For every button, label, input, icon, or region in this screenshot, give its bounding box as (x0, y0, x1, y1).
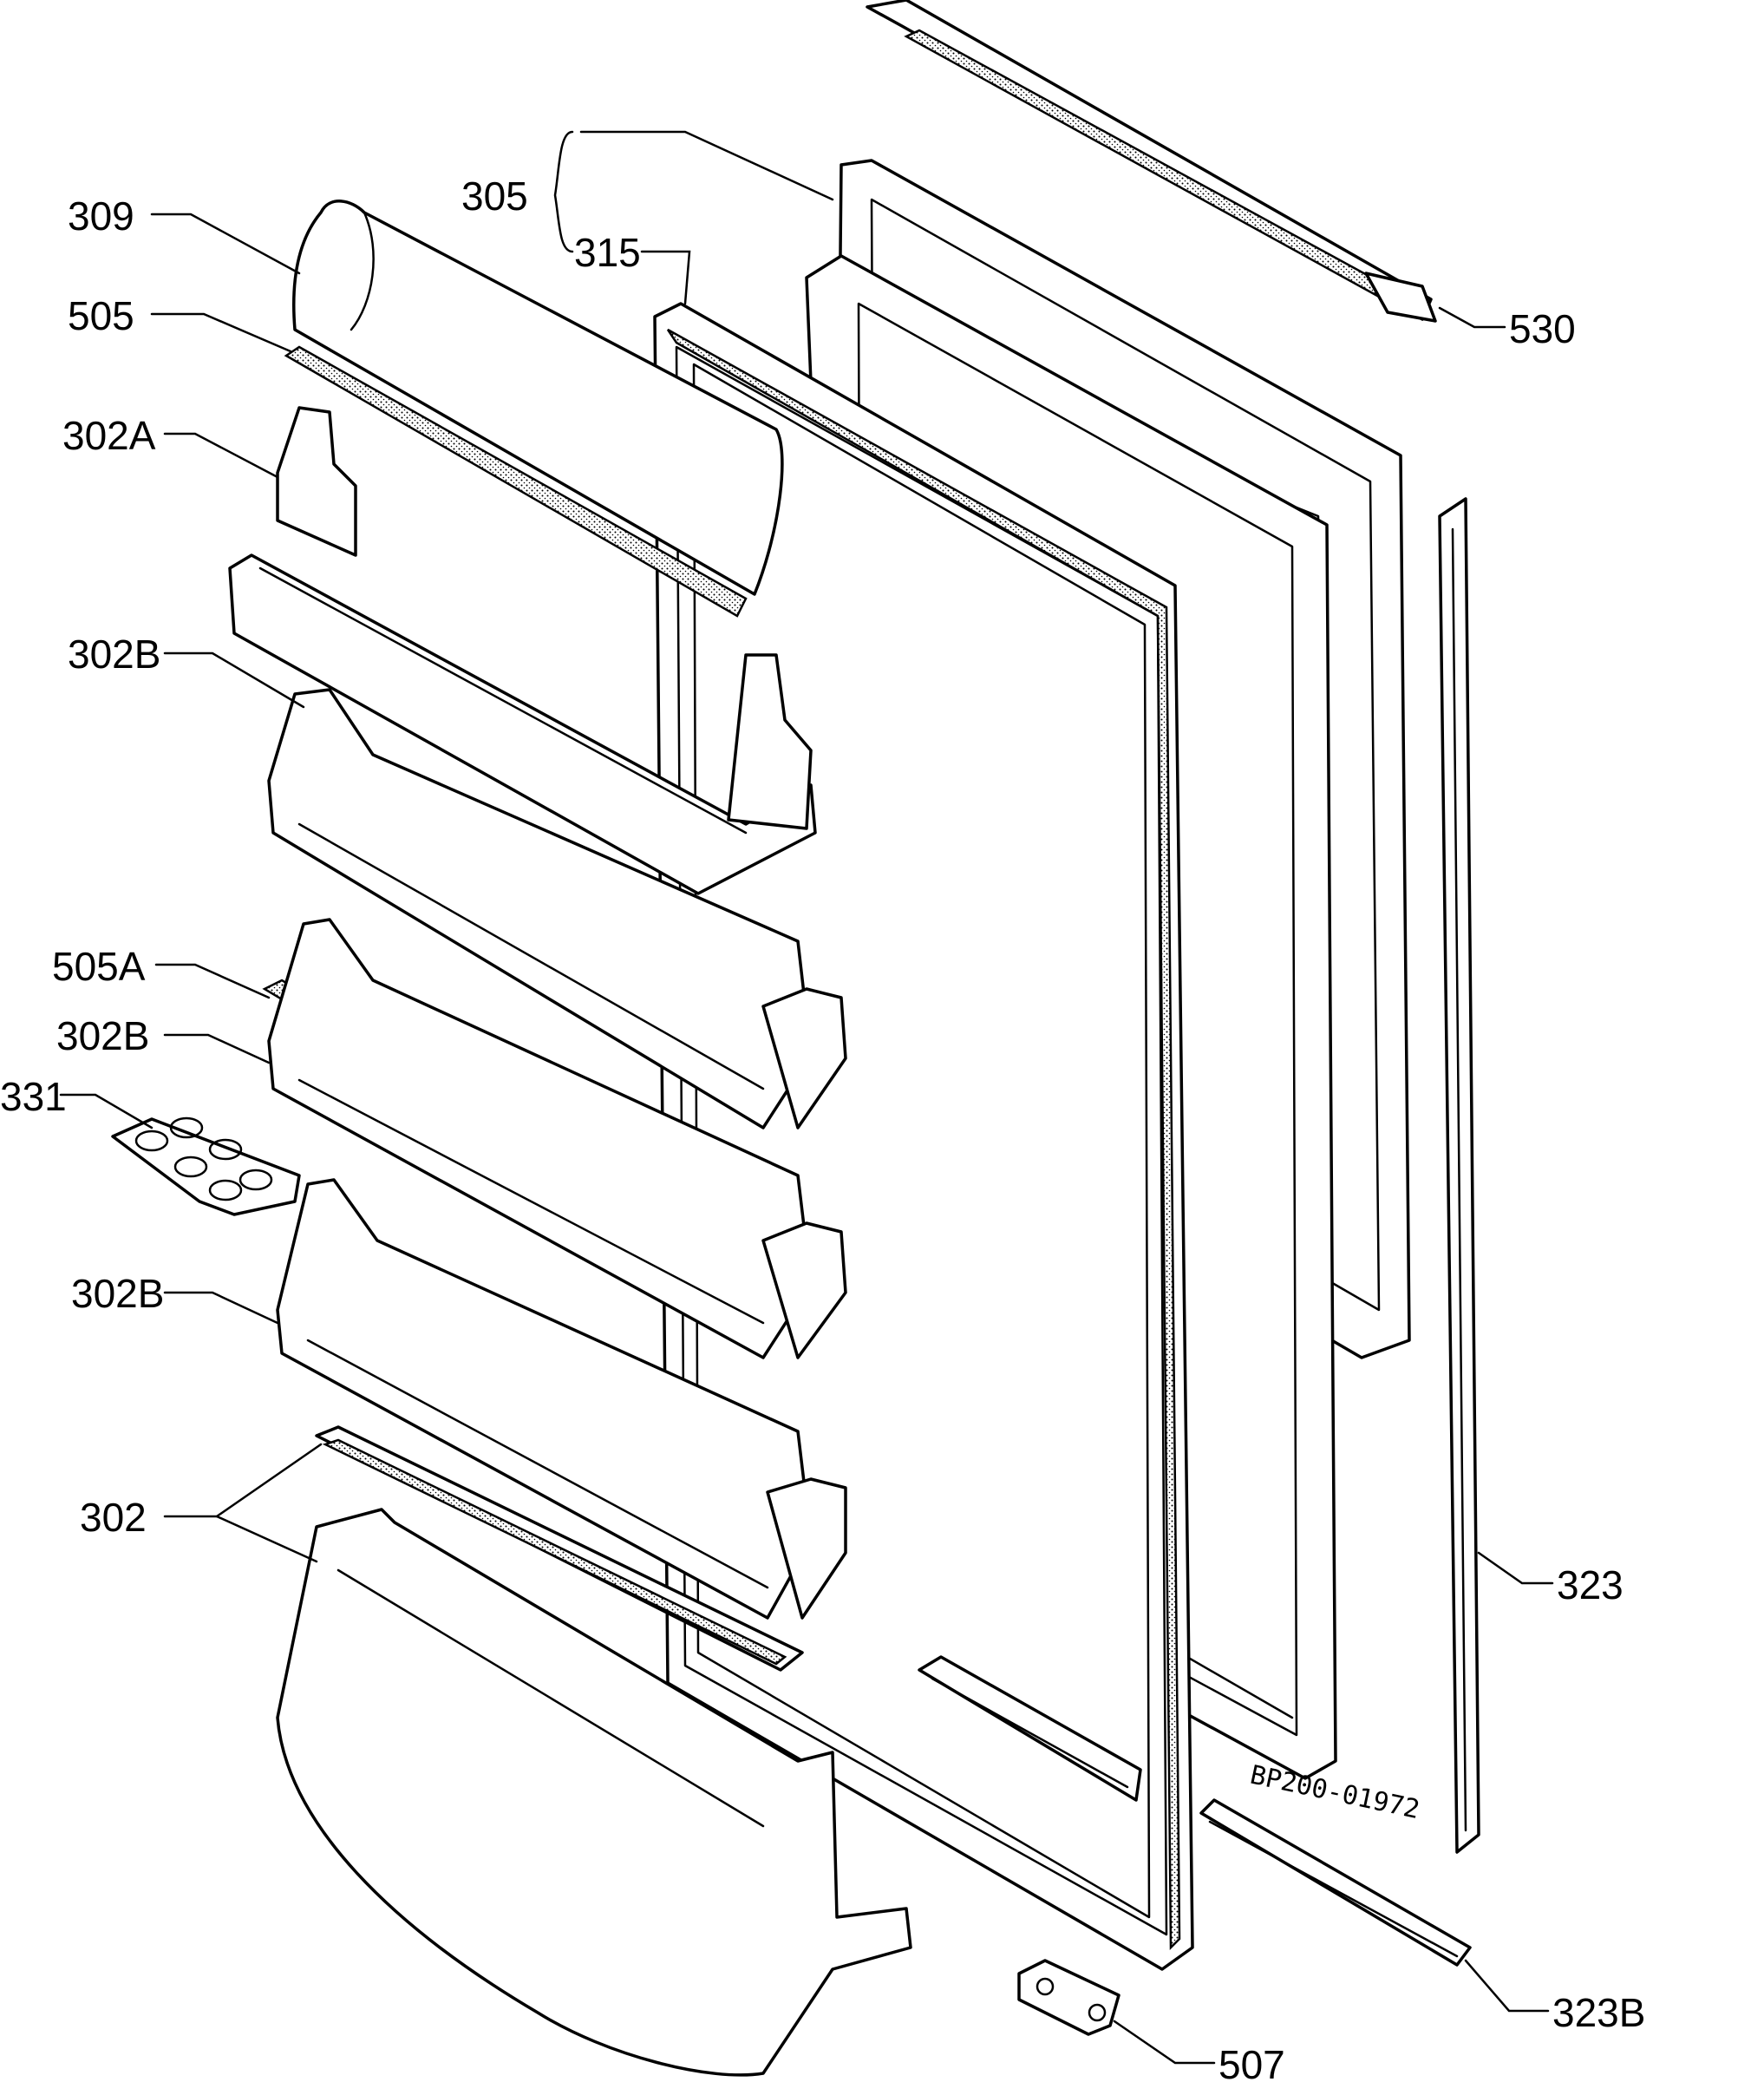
part-507-hinge (1017, 1959, 1120, 2036)
callout-505: 505 (68, 293, 134, 338)
callout-530: 530 (1509, 306, 1576, 351)
part-302B-shelf-3 (276, 1178, 847, 1620)
lower-bracket (918, 1655, 1142, 1802)
callout-302B-2: 302B (56, 1013, 149, 1058)
callout-309: 309 (68, 193, 134, 239)
part-323-side-rail (1438, 497, 1480, 1854)
part-530-top-strip (866, 0, 1437, 323)
part-505-rod (284, 345, 748, 618)
callout-323: 323 (1557, 1562, 1624, 1607)
part-302A-shelf (228, 406, 817, 895)
callout-302: 302 (80, 1495, 147, 1540)
leader-lines (59, 130, 1554, 2065)
callout-302B-1: 302B (68, 632, 160, 677)
callout-507: 507 (1218, 2042, 1285, 2082)
callout-323B: 323B (1552, 1990, 1645, 2035)
callout-305: 305 (461, 174, 528, 219)
callout-302A: 302A (62, 413, 156, 458)
part-302-bar-and-bin (276, 1425, 912, 2077)
part-323B-bottom-rail (1199, 1798, 1472, 1967)
part-302B-shelf-2 (267, 918, 847, 1359)
callout-315: 315 (574, 230, 641, 275)
callout-302B-3: 302B (71, 1271, 164, 1316)
callout-505A: 505A (52, 944, 146, 989)
drawing-code: BP200-01972 (1247, 1760, 1422, 1826)
part-309-cover (292, 200, 784, 596)
part-302B-shelf-1 (267, 688, 847, 1129)
callout-331: 331 (0, 1074, 67, 1119)
part-331-egg-tray (111, 1116, 301, 1216)
